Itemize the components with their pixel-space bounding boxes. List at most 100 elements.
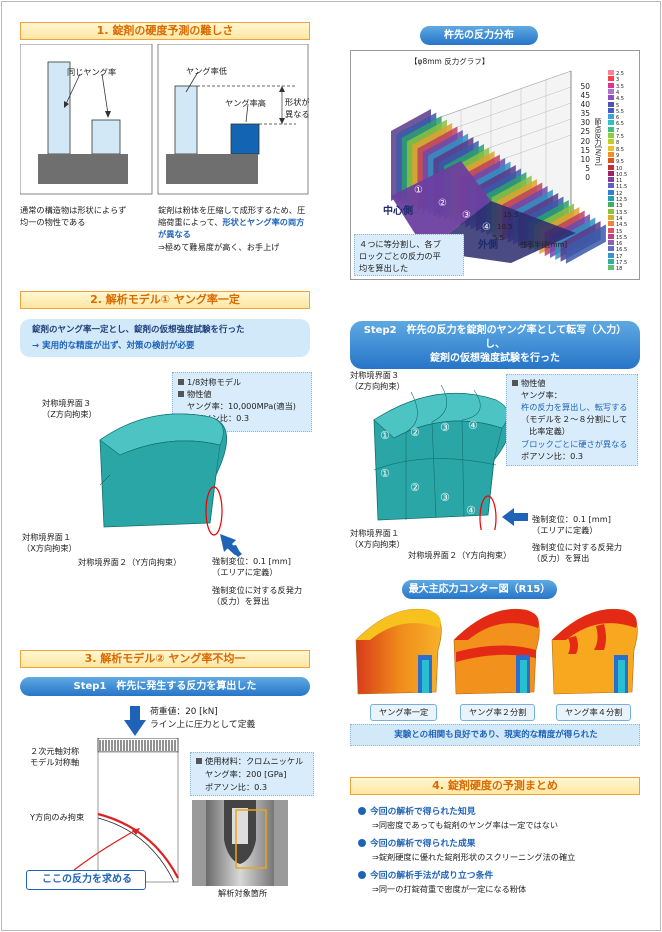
step2-region-4b: ④ (466, 504, 476, 517)
legend-swatch (608, 265, 614, 271)
legend-swatch (608, 183, 614, 189)
legend-swatch (608, 202, 614, 208)
depth-tick-2: 10.5 (497, 223, 513, 231)
step2-region-2b: ② (410, 481, 420, 494)
sec2-bnd3-label: 対称境界面３（Z方向拘束） (42, 398, 97, 419)
bullet-icon (358, 807, 366, 815)
step2-pill: Step2 杵先の反力を錠剤のヤング率として転写（入力）し、錠剤の仮想強度試験を… (350, 321, 640, 369)
section4-title: 4. 錠剤硬度の予測まとめ (350, 777, 640, 795)
sec2-banner: 錠剤のヤング率一定とし、錠剤の仮想強度試験を行った → 実用的な精度が出ず、対策… (20, 319, 310, 357)
legend-entry: 4.5 (608, 95, 624, 102)
summary-body-2: ⇒錠剤硬度に優れた錠剤形状のスクリーニング法の確立 (372, 852, 576, 862)
legend-swatch (608, 95, 614, 101)
legend-entry: 5.5 (608, 107, 624, 115)
step2-region-4: ④ (468, 419, 478, 432)
step2-model-figure (373, 384, 511, 530)
step2-region-3b: ③ (440, 491, 450, 504)
legend-entry: 2.5 (608, 70, 624, 77)
legend-entry: 10.5 (608, 170, 627, 178)
depth-tick-1: 5.5 (493, 234, 505, 242)
legend-swatch (608, 88, 614, 94)
legend-entry: 4 (608, 88, 619, 96)
sec2-disp-label: 強制変位：0.1 [mm]（エリアに定義） (212, 556, 291, 577)
legend-swatch (608, 259, 614, 264)
legend-entry: 3.5 (608, 82, 624, 90)
x-axis-label: 曲率半径[mm] (520, 241, 568, 249)
legend-entry: 6 (608, 114, 619, 121)
step2-region-2: ② (410, 426, 420, 439)
outer-side-label: 外側 (478, 240, 498, 251)
legend-swatch (608, 196, 614, 201)
bullet-icon (358, 871, 366, 879)
legend-swatch (608, 82, 614, 88)
legend-entry: 9 (608, 151, 619, 159)
contour-pill: 最大主応力コンター図（R15） (402, 580, 557, 599)
legend-swatch (608, 252, 614, 258)
contour-label-2split: ヤング率２分割 (460, 704, 536, 721)
legend-entry: 7 (608, 126, 619, 134)
step2-bnd1-label: 対称境界面１（X方向拘束） (350, 528, 405, 549)
summary-body-3: ⇒同一の打錠荷重で密度が一定になる粉体 (372, 884, 527, 894)
reaction-distribution-pill: 杵先の反力分布 (420, 26, 538, 45)
contour-label-4split: ヤング率４分割 (556, 704, 632, 721)
section3-title: 3. 解析モデル② ヤング率不均一 (20, 650, 310, 668)
legend-swatch (608, 151, 614, 157)
depth-tick-3: 15.5 (503, 211, 519, 219)
legend-entry: 15 (608, 227, 622, 235)
step2-bnd2-label: 対称境界面２（Y方向拘束） (408, 550, 512, 560)
legend-swatch (608, 189, 614, 195)
legend-swatch (608, 227, 614, 233)
legend-swatch (608, 246, 614, 252)
conclusion-difficult: ⇒極めて難易度が高く、お手上げ (158, 242, 280, 252)
legend-entry: 17.5 (608, 259, 627, 266)
legend-entry: 15.5 (608, 233, 627, 241)
region-3: ③ (462, 210, 471, 221)
punch-photo (192, 800, 288, 886)
label-same-young: 同じヤング率 (67, 67, 117, 77)
photo-caption: 解析対象箇所 (218, 888, 268, 898)
legend-entry: 11.5 (608, 183, 627, 190)
surface-strip (565, 224, 606, 264)
legend-swatch (608, 233, 614, 239)
contour-label-uniform: ヤング率一定 (370, 704, 438, 721)
bullet-icon (358, 839, 366, 847)
contour-figures (355, 608, 638, 695)
section2-title: 2. 解析モデル① ヤング率一定 (20, 291, 310, 309)
legend-entry: 5 (608, 101, 619, 109)
legend-swatch (608, 164, 614, 170)
step2-bnd3-label: 対称境界面３（Z方向拘束） (350, 370, 405, 391)
sec2-bnd1-label: 対称境界面１（X方向拘束） (22, 532, 77, 553)
summary-head-1: 今回の解析で得られた知見 (358, 806, 476, 818)
legend-swatch (608, 208, 614, 214)
legend-swatch (608, 170, 614, 176)
step2-disp-label: 強制変位：0.1 [mm]（エリアに定義） (532, 514, 611, 535)
figure-same-young (20, 44, 309, 195)
legend-swatch (608, 107, 614, 113)
reaction-3d-chart (391, 70, 606, 264)
step2-region-1: ① (380, 429, 390, 442)
label-shape-diff: 形状が異なる (285, 97, 310, 119)
legend-entry: 16 (608, 240, 622, 247)
sec2-reaction-label: 強制変位に対する反発力（反力）を算出 (212, 585, 303, 606)
legend-entry: 3 (608, 76, 619, 83)
legend-swatch (608, 133, 614, 138)
step2-region-1b: ① (380, 467, 390, 480)
caption-tablet: 錠剤は粉体を圧縮して成形するため、圧 縮荷重によって、形状とヤング率の両方 が異… (158, 205, 306, 239)
region-2: ② (438, 198, 447, 209)
legend-entry: 7.5 (608, 133, 624, 140)
punch-2d-model (97, 738, 179, 883)
legend-entry: 10 (608, 164, 622, 172)
legend-entry: 14.5 (608, 221, 627, 228)
legend-entry: 9.5 (608, 158, 624, 165)
find-reaction-callout: ここの反力を求める (26, 870, 146, 890)
step2-disp-arrow (502, 508, 528, 526)
region-4: ④ (482, 222, 491, 233)
legend-entry: 12 (608, 189, 622, 197)
contour-2split (453, 608, 540, 695)
legend-swatch (608, 177, 614, 183)
legend-swatch (608, 126, 614, 132)
contour-4split (551, 608, 638, 695)
